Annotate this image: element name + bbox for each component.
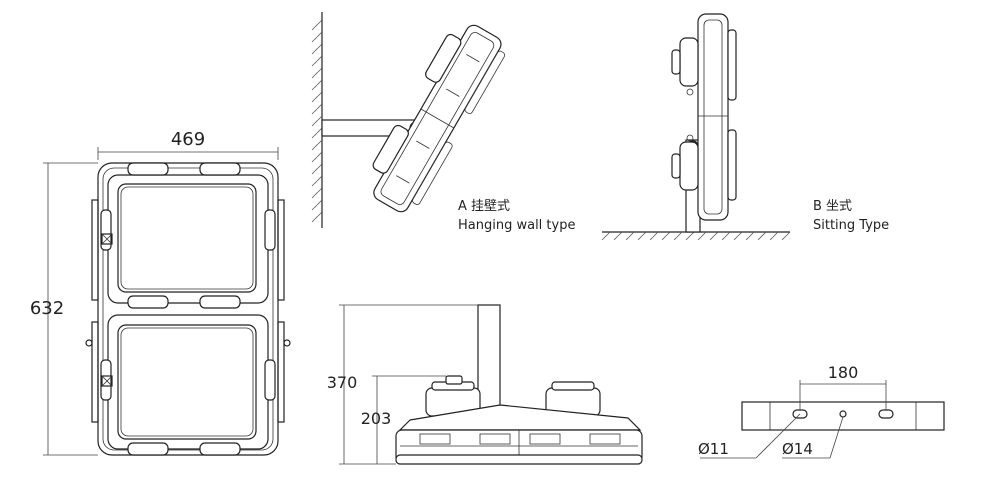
lower-lens: [117, 324, 257, 440]
hole-slot-label: Ø11: [698, 440, 729, 458]
hole-center-label: Ø14: [782, 440, 813, 458]
front-right-bracket: [277, 199, 285, 301]
fin-mid-right: [199, 295, 241, 309]
leader-slot: [755, 413, 801, 459]
fin-bottom-right: [199, 442, 241, 456]
wall-hatch: [311, 19, 323, 223]
front-pivot-left: [85, 339, 93, 347]
type-b-subtitle: Sitting Type: [813, 218, 889, 233]
type-b-title: B 坐式: [813, 199, 852, 214]
fin-side-4: [264, 359, 276, 401]
fin-mid-left: [127, 295, 169, 309]
side-dim-203: 203: [361, 409, 392, 428]
ground-hatch: [601, 231, 791, 241]
bracket-plate: [741, 401, 945, 431]
front-left-bracket: [91, 199, 99, 301]
nameplate-upper-icon: [101, 233, 113, 245]
fin-side-2: [264, 209, 276, 251]
nameplate-lower-icon: [101, 375, 113, 387]
type-a-title: A 挂壁式: [458, 199, 510, 214]
driver-upper: [679, 37, 699, 87]
front-width-label: 469: [171, 129, 205, 150]
bracket-detail: 180 Ø11 Ø14: [698, 363, 945, 459]
sitting-view: B 坐式 Sitting Type: [601, 13, 889, 241]
fin-bottom-left: [127, 442, 169, 456]
upper-lens: [117, 183, 257, 293]
front-left-bracket-lower: [91, 321, 99, 423]
front-housing-inner: [102, 167, 274, 451]
upper-module: [107, 174, 269, 304]
fin-top-right: [199, 162, 241, 176]
lower-lens-inner: [120, 327, 254, 437]
wall-lamp-body: [372, 24, 506, 213]
side-view: 370 203: [327, 304, 643, 465]
lower-module: [107, 314, 269, 450]
sitting-lamp-body: [697, 13, 729, 221]
front-height-label: 632: [30, 298, 64, 319]
front-right-bracket-lower: [277, 321, 285, 423]
side-top-plate: [398, 404, 642, 431]
leader-center: [829, 416, 844, 459]
front-housing-outline: [97, 162, 279, 456]
side-bracket: [477, 304, 501, 418]
fin-top-left: [127, 162, 169, 176]
wall-mount-view: A 挂壁式 Hanging wall type: [311, 12, 575, 233]
side-dim-370: 370: [327, 373, 358, 392]
front-view: 469 632: [30, 129, 291, 456]
upper-lens-inner: [120, 186, 254, 290]
bracket-spacing-label: 180: [828, 363, 859, 382]
type-a-subtitle: Hanging wall type: [458, 218, 575, 233]
driver-lower: [679, 141, 699, 191]
front-pivot-right: [283, 339, 291, 347]
